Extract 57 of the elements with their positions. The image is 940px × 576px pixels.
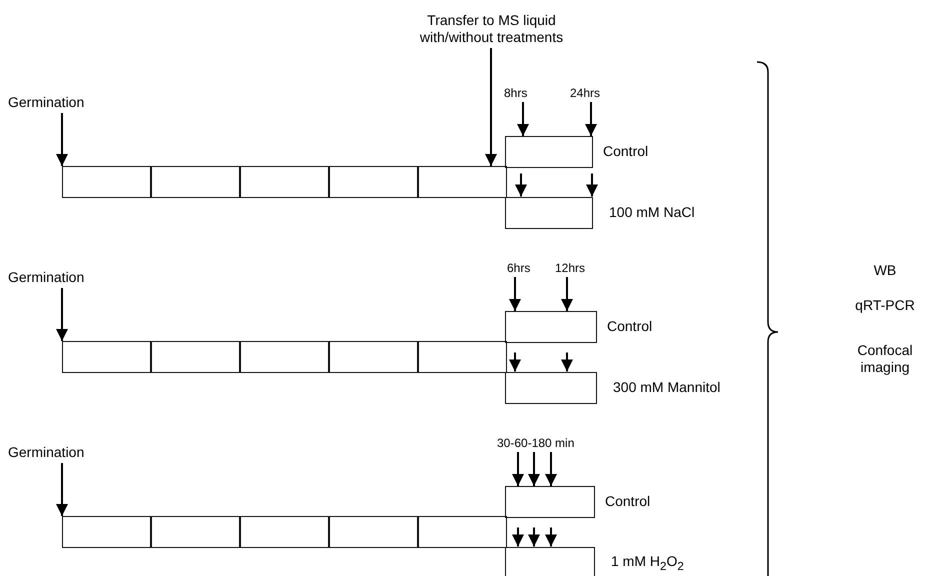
arrow (545, 452, 557, 486)
condition-label: Control (603, 143, 648, 160)
arrow (56, 113, 68, 166)
stage-label: 24hrs (570, 86, 600, 100)
condition-label: 1 mM H$_{2}$O$_{2}$ (611, 553, 684, 575)
timeline-segment (239, 341, 330, 373)
arrow (509, 277, 521, 311)
timeline-segment (62, 516, 152, 548)
arrow (512, 528, 524, 546)
stage-label: 8hrs (504, 86, 528, 100)
arrow (561, 352, 573, 372)
method-label: Confocal imaging (856, 342, 914, 376)
timeline-segment (417, 341, 506, 373)
arrow (512, 452, 524, 486)
arrow (545, 528, 557, 546)
sample-box (505, 546, 595, 576)
timeline-segment (150, 341, 240, 373)
condition-label: 100 mM NaCl (609, 204, 695, 221)
stage-label: Germination (8, 444, 84, 461)
condition-label: 300 mM Mannitol (613, 379, 720, 396)
timeline-segment (328, 166, 418, 198)
arrow (528, 452, 540, 486)
timeline-segment (150, 516, 240, 548)
arrow (561, 277, 573, 311)
arrow (515, 174, 527, 196)
arrow (585, 102, 597, 136)
condition-label: Control (607, 318, 652, 336)
timeline-segment (417, 166, 506, 198)
timeline-segment (417, 516, 506, 548)
sample-box (505, 311, 597, 342)
sample-box (505, 196, 593, 228)
sample-box (505, 486, 595, 518)
timeline-segment (328, 516, 418, 548)
stage-label: 12hrs (555, 261, 586, 275)
timeline-segment (150, 166, 240, 198)
method-label: WB (872, 262, 898, 279)
arrow (517, 102, 529, 136)
arrow (528, 528, 540, 546)
sample-box (505, 372, 597, 404)
timeline-segment (62, 341, 152, 373)
condition-label: Control (605, 493, 650, 510)
arrow (56, 288, 68, 341)
timeline-segment (328, 341, 418, 373)
arrow (509, 352, 521, 372)
stage-label: 30-60-180 min (497, 436, 574, 450)
sample-box (505, 136, 593, 168)
arrow (56, 463, 68, 516)
step-annotation: Transfer to MS liquid with/without treatments (404, 12, 579, 46)
method-label: qRT-PCR (854, 297, 916, 314)
stage-label: Germination (8, 94, 84, 111)
arrow (586, 174, 598, 196)
arrow (485, 48, 497, 166)
timeline-segment (62, 166, 152, 198)
stage-label: 6hrs (507, 261, 530, 275)
timeline-segment (239, 516, 330, 548)
stage-label: Germination (8, 269, 84, 286)
timeline-segment (239, 166, 330, 198)
